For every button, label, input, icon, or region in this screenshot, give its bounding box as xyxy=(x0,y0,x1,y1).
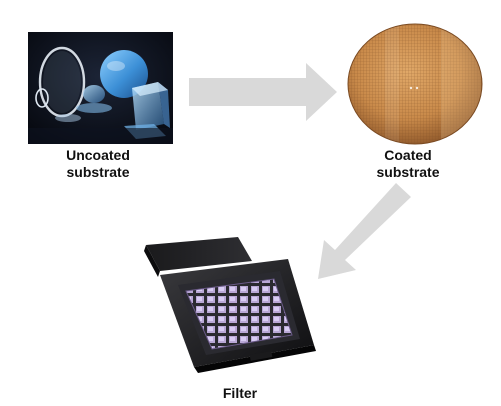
uncoated-label-line-1: Uncoated xyxy=(66,147,130,163)
coated-substrate-image xyxy=(347,23,483,145)
arrow-right-icon xyxy=(189,63,337,121)
coated-substrate-label: Coated substrate xyxy=(348,147,468,181)
arrow-down-left-icon xyxy=(318,183,411,279)
filter-label: Filter xyxy=(200,385,280,402)
uncoated-substrate-label: Uncoated substrate xyxy=(38,147,158,181)
coated-label-line-1: Coated xyxy=(384,147,432,163)
filter-label-line-1: Filter xyxy=(222,385,258,401)
filter-image xyxy=(140,235,318,375)
uncoated-label-line-2: substrate xyxy=(66,164,130,180)
uncoated-substrate-image xyxy=(28,32,173,144)
coated-label-line-2: substrate xyxy=(376,164,440,180)
